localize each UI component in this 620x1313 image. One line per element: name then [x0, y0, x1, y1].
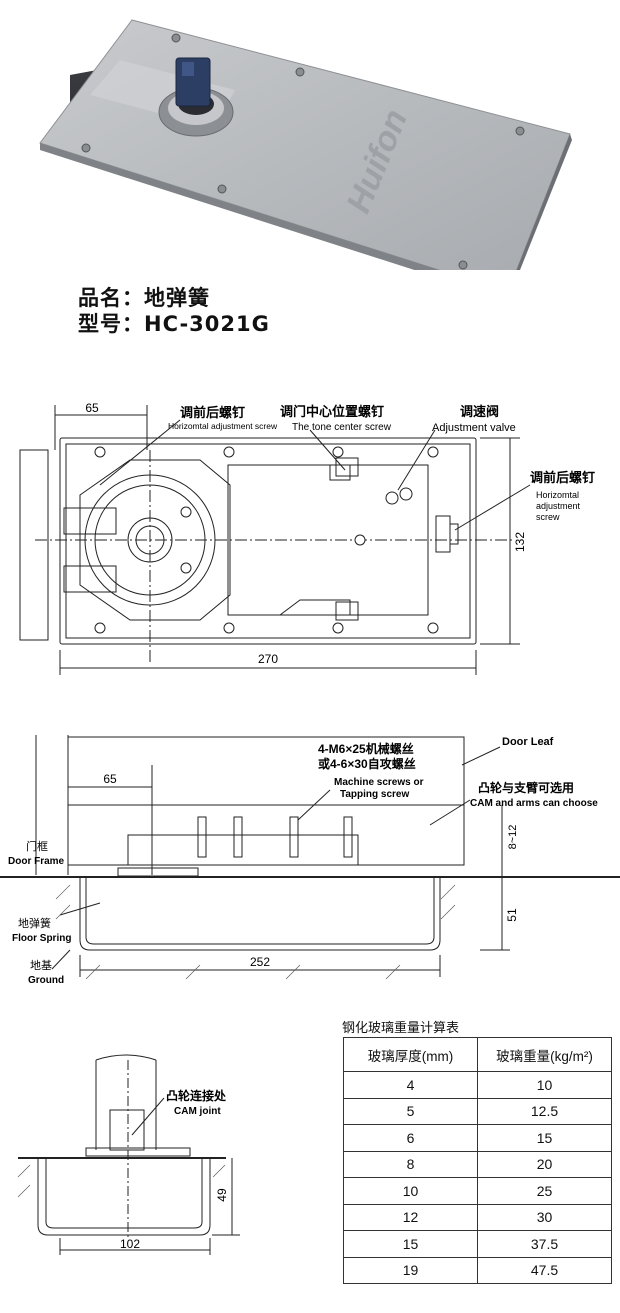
- cell-thickness: 15: [343, 1230, 478, 1258]
- side-label-cam-joint-en: CAM joint: [174, 1106, 221, 1117]
- section-view-drawing: 65 252 51 8~12 Door Leaf 4-M6×25机械螺丝 或4-…: [0, 735, 620, 985]
- cell-thickness: 8: [343, 1150, 478, 1178]
- section-label-ground-en: Ground: [28, 975, 64, 985]
- product-photo: Huifon: [39, 19, 572, 270]
- plan-label-valve-en: Adjustment valve: [432, 422, 516, 434]
- cell-thickness: 12: [343, 1203, 478, 1231]
- cell-weight: 20: [477, 1150, 612, 1178]
- section-label-screws-en-1: Machine screws or: [334, 777, 424, 788]
- section-dim-65: 65: [103, 772, 117, 786]
- product-name: 品名：地弹簧: [78, 286, 210, 310]
- cell-weight: 15: [477, 1124, 612, 1152]
- section-label-door-frame: 门框: [26, 839, 48, 853]
- section-label-screws-2: 或4-6×30自攻螺丝: [318, 756, 416, 771]
- plan-label-front-back-screw: 调前后螺钉: [180, 405, 245, 420]
- plan-view-drawing: 65 270 132 调前后螺钉 Horizomtal adjustment s…: [19, 401, 595, 675]
- cell-weight: 10: [477, 1071, 612, 1099]
- side-dim-49: 49: [215, 1188, 229, 1202]
- table-header-row: 玻璃厚度(mm) 玻璃重量(kg/m²): [343, 1037, 612, 1072]
- section-dim-8-12: 8~12: [507, 825, 519, 850]
- product-model: 型号：HC-3021G: [78, 312, 270, 336]
- section-label-screws-1: 4-M6×25机械螺丝: [318, 741, 414, 756]
- cell-thickness: 5: [343, 1097, 478, 1125]
- plan-label-right-screw-en-3: screw: [536, 512, 560, 522]
- section-label-door-frame-en: Door Frame: [8, 856, 65, 867]
- cell-weight: 37.5: [477, 1230, 612, 1258]
- cell-thickness: 6: [343, 1124, 478, 1152]
- cell-thickness: 10: [343, 1177, 478, 1205]
- section-label-door-leaf: Door Leaf: [502, 736, 554, 748]
- plan-label-center-screw-en: The tone center screw: [292, 422, 392, 433]
- section-label-screws-en-2: Tapping screw: [340, 789, 409, 800]
- plan-label-right-screw-en-2: adjustment: [536, 501, 581, 511]
- glass-table-title: 钢化玻璃重量计算表: [342, 1021, 460, 1036]
- column-header-thickness: 玻璃厚度(mm): [343, 1037, 478, 1072]
- plan-label-valve: 调速阀: [460, 404, 499, 419]
- cell-weight: 12.5: [477, 1097, 612, 1125]
- section-dim-252: 252: [250, 955, 270, 969]
- side-dim-102: 102: [120, 1237, 140, 1251]
- cell-weight: 25: [477, 1177, 612, 1205]
- cell-weight: 47.5: [477, 1256, 612, 1284]
- plan-dim-270: 270: [258, 652, 278, 666]
- plan-dim-132: 132: [513, 532, 527, 552]
- plan-label-center-screw: 调门中心位置螺钉: [280, 404, 384, 419]
- column-header-weight: 玻璃重量(kg/m²): [477, 1037, 612, 1072]
- section-dim-51: 51: [505, 908, 519, 922]
- section-label-cam: 凸轮与支臂可选用: [478, 780, 574, 795]
- side-view-drawing: 102 49 凸轮连接处 CAM joint: [17, 1054, 240, 1255]
- plan-label-right-screw: 调前后螺钉: [530, 470, 595, 485]
- plan-dim-65: 65: [85, 401, 99, 415]
- cell-thickness: 19: [343, 1256, 478, 1284]
- cell-thickness: 4: [343, 1071, 478, 1099]
- plan-label-front-back-screw-en: Horizomtal adjustment screw: [168, 421, 278, 431]
- section-label-cam-en: CAM and arms can choose: [470, 798, 598, 809]
- side-label-cam-joint: 凸轮连接处: [166, 1088, 227, 1103]
- section-label-ground: 地基: [30, 959, 52, 972]
- section-label-floor-spring-en: Floor Spring: [12, 933, 71, 944]
- section-label-floor-spring: 地弹簧: [18, 916, 51, 930]
- cell-weight: 30: [477, 1203, 612, 1231]
- plan-label-right-screw-en-1: Horizomtal: [536, 490, 579, 500]
